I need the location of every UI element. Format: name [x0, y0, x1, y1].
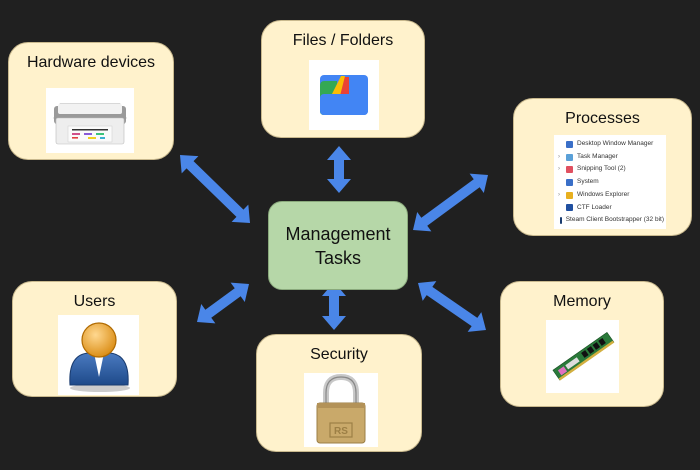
arrow-users [197, 282, 250, 324]
chevron-right-icon: › [558, 191, 560, 198]
node-title: Hardware devices [26, 54, 156, 71]
process-list-item: › Task Manager [558, 151, 664, 164]
arrow-memory [418, 281, 487, 332]
process-list-item: › Windows Explorer [558, 189, 664, 202]
node-title: Security [310, 346, 368, 363]
node-users: Users [12, 281, 177, 397]
chevron-right-icon: › [558, 166, 560, 173]
ram-module-image [546, 320, 619, 393]
process-icon [566, 153, 573, 161]
arrow-hardware [180, 155, 251, 224]
process-label: Snipping Tool (2) [577, 165, 626, 173]
process-icon [566, 166, 573, 174]
process-list-item: Desktop Window Manager [558, 138, 664, 151]
process-list: Desktop Window Manager › Task Manager › Snip… [554, 135, 666, 227]
node-security: Security RS [256, 334, 422, 452]
process-label: Task Manager [577, 152, 618, 160]
svg-text:RS: RS [334, 426, 348, 437]
process-icon [566, 204, 573, 212]
arrow-files [327, 146, 351, 193]
process-label: Windows Explorer [577, 190, 630, 198]
arrow-security [322, 282, 346, 330]
user-avatar-icon [58, 315, 139, 395]
process-icon [566, 140, 573, 148]
process-icon [559, 217, 562, 225]
node-title: Processes [565, 110, 640, 127]
node-processes: Processes Desktop Window Manager › Task Ma… [513, 98, 692, 236]
center-title-line2: Tasks [314, 247, 361, 268]
arrow-processes [413, 173, 489, 232]
process-label: CTF Loader [577, 203, 612, 211]
center-title-line1: Management [285, 223, 391, 244]
files-app-icon [309, 60, 379, 130]
process-label: System [577, 178, 599, 186]
node-title: Memory [553, 293, 611, 310]
node-memory: Memory [500, 281, 664, 407]
process-icon [566, 191, 573, 199]
chevron-right-icon: › [558, 153, 560, 160]
node-hardware-devices: Hardware devices [8, 42, 174, 160]
process-label: Desktop Window Manager [577, 140, 654, 147]
process-list-item: Steam Client Bootstrapper (32 bit) [558, 214, 664, 227]
process-list-image: Desktop Window Manager › Task Manager › Snip… [554, 135, 666, 229]
node-title: Files / Folders [292, 32, 394, 49]
process-list-item: System [558, 176, 664, 189]
process-icon [566, 178, 573, 186]
node-title: Users [73, 293, 116, 310]
process-list-item: › Snipping Tool (2) [558, 163, 664, 176]
process-label: Steam Client Bootstrapper (32 bit) [565, 216, 664, 224]
center-node-management-tasks: Management Tasks [268, 201, 408, 290]
node-files-folders: Files / Folders [261, 20, 425, 138]
printer-image [46, 88, 134, 153]
padlock-image: RS [304, 373, 378, 447]
process-list-item: CTF Loader [558, 202, 664, 215]
